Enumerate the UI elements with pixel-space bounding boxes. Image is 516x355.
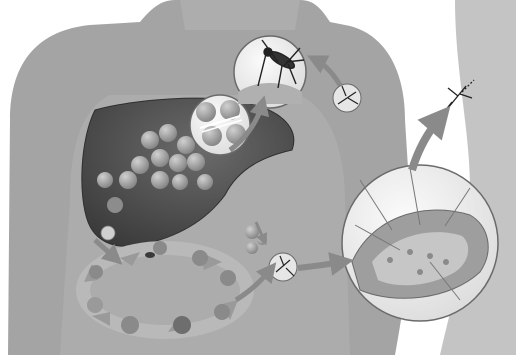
blood-drop-magnifier [269, 253, 297, 281]
mosquito-bite-magnifier-icon [234, 36, 306, 108]
small-mosquito-magnifier [333, 84, 361, 112]
mosquito-gut-magnifier-icon [342, 165, 498, 321]
